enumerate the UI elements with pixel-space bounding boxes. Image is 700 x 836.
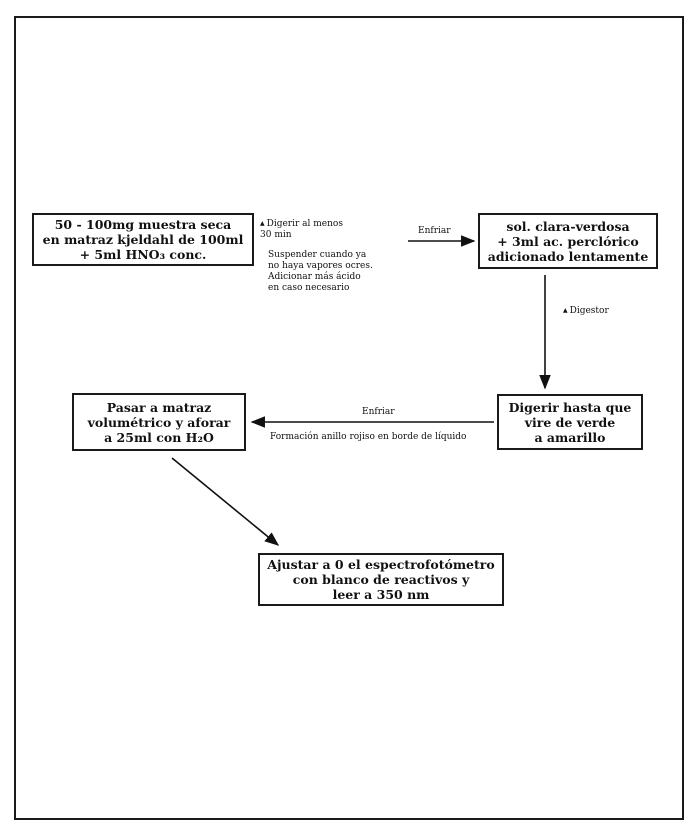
note-digestor: ▲Digestor bbox=[563, 305, 609, 317]
note-digerir: ▲Digerir al menos 30 min bbox=[260, 218, 343, 241]
box-line: Pasar a matraz bbox=[106, 399, 212, 415]
box-line: a 25ml con H₂O bbox=[104, 429, 214, 445]
box-line: volumétrico y aforar bbox=[87, 414, 231, 430]
box-line: + 3ml ac. perclórico bbox=[497, 233, 639, 249]
arrow-box4-to-box5 bbox=[171, 457, 280, 546]
box-line: sol. clara-verdosa bbox=[506, 218, 630, 234]
note-line: Digestor bbox=[569, 306, 609, 316]
box-line: adicionado lentamente bbox=[487, 248, 649, 264]
step-box-sample: 50 - 100mg muestra seca en matraz kjelda… bbox=[32, 213, 254, 266]
note-line: Suspender cuando ya bbox=[268, 250, 367, 260]
note-line: Digerir al menos bbox=[266, 219, 343, 229]
note-line: 30 min bbox=[260, 230, 292, 240]
note-line: en caso necesario bbox=[268, 283, 350, 293]
note-enfriar-top: Enfriar bbox=[418, 226, 451, 236]
step-box-solution: sol. clara-verdosa + 3ml ac. perclórico … bbox=[478, 213, 658, 269]
box-line: Digerir hasta que bbox=[508, 399, 632, 415]
note-line: Adicionar más ácido bbox=[268, 272, 361, 282]
diagram-frame bbox=[14, 16, 684, 820]
triangle-icon: ▲ bbox=[563, 307, 568, 314]
box-line: 50 - 100mg muestra seca bbox=[54, 217, 232, 232]
box-line: Ajustar a 0 el espectrofotómetro bbox=[267, 557, 495, 572]
note-line: no haya vapores ocres. bbox=[268, 261, 373, 271]
box-line: vire de verde bbox=[524, 414, 616, 430]
triangle-icon: ▲ bbox=[260, 220, 265, 227]
step-box-digest: Digerir hasta que vire de verde a amaril… bbox=[497, 394, 643, 450]
box-line: + 5ml HNO₃ conc. bbox=[79, 247, 207, 262]
note-enfriar-middle: Enfriar bbox=[362, 407, 395, 417]
box-line: leer a 350 nm bbox=[332, 587, 430, 602]
box-line: a amarillo bbox=[534, 429, 606, 445]
note-formacion: Formación anillo rojiso en borde de líqu… bbox=[270, 432, 467, 442]
step-box-flask: Pasar a matraz volumétrico y aforar a 25… bbox=[72, 393, 246, 451]
box-line: en matraz kjeldahl de 100ml bbox=[42, 232, 244, 247]
box-line: con blanco de reactivos y bbox=[292, 572, 470, 587]
note-suspender: Suspender cuando ya no haya vapores ocre… bbox=[268, 250, 373, 294]
step-box-spectrophotometer: Ajustar a 0 el espectrofotómetro con bla… bbox=[258, 553, 504, 606]
